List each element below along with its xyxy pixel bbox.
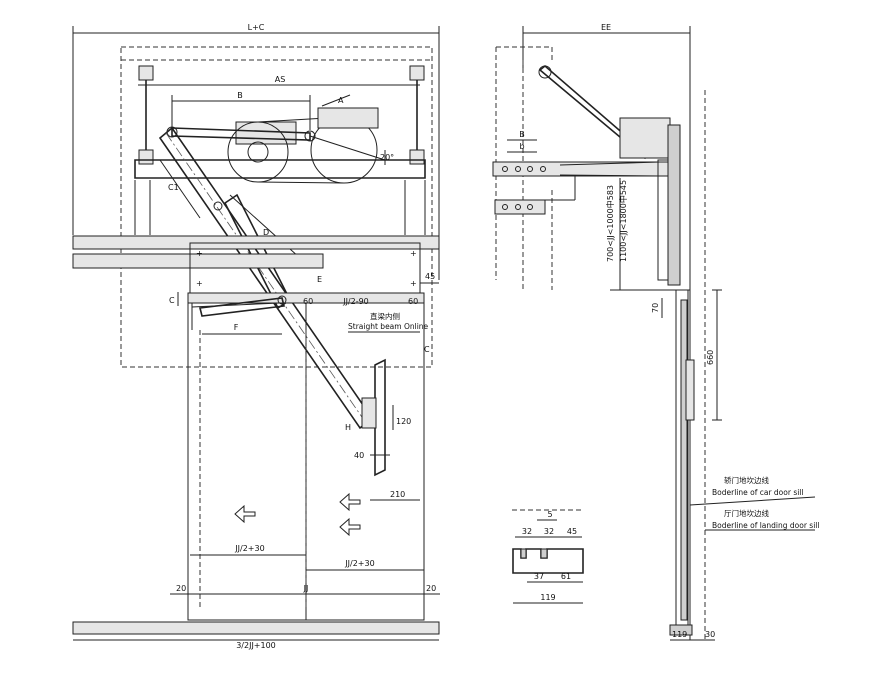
dim-e: E	[317, 275, 322, 284]
landing-sill-label-cn: 厅门地坎边线	[724, 508, 769, 518]
front-view: L+C AS B A	[72, 23, 440, 650]
car-sill-label-en: Boderline of car door sill	[712, 488, 803, 497]
dim-bottom: 3/2JJ+100	[236, 641, 276, 650]
dim-20-right: 20	[426, 584, 436, 593]
dim-c1: C1	[168, 183, 179, 192]
left-arrow-icon	[234, 504, 256, 524]
dim-c-small: C	[424, 345, 430, 354]
svg-text:+: +	[196, 279, 203, 288]
dim-660: 660	[706, 350, 715, 365]
dim-d: D	[263, 228, 269, 237]
dim-detail-32b: 32	[544, 527, 554, 536]
dim-210: 210	[390, 490, 405, 499]
sill-detail: 5 32 32 45 37 61 119	[512, 509, 584, 604]
left-arrow-icon	[339, 492, 361, 512]
dim-45: 45	[425, 272, 435, 281]
landing-sill-label-en: Boderline of landing door sill	[712, 521, 819, 530]
dim-f: F	[234, 323, 239, 332]
dim-detail-45: 45	[567, 527, 577, 536]
dim-side-b-small: b	[519, 142, 524, 151]
dim-jj-half-minus: JJ/2-90	[342, 297, 369, 306]
dim-60-left: 60	[303, 297, 313, 306]
dim-side-30: 30	[705, 630, 715, 639]
dim-40: 40	[354, 451, 364, 460]
dim-overall-width: L+C	[248, 23, 265, 32]
dim-c-left: C	[169, 296, 175, 305]
side-view: EE B b 700<	[492, 23, 819, 641]
dim-a: A	[338, 96, 344, 105]
dim-jj-half-plus-right: JJ/2+30	[344, 559, 374, 568]
dim-side-119: 119	[672, 630, 687, 639]
dim-side-b: B	[519, 130, 525, 139]
beam-label-cn: 直梁内侧	[370, 311, 400, 321]
dim-jj-half-plus-left: JJ/2+30	[234, 544, 264, 553]
beam-label-en: Straight beam Online	[348, 322, 429, 331]
dim-60-right: 60	[408, 297, 418, 306]
left-arrow-icon	[339, 517, 361, 537]
dim-h: H	[345, 423, 351, 432]
dim-as: AS	[275, 75, 286, 84]
car-sill-label-cn: 轿门地坎边线	[724, 475, 769, 485]
dim-70: 70	[651, 303, 660, 313]
dim-detail-61: 61	[561, 572, 571, 581]
dim-angle: 20°	[380, 153, 394, 162]
dim-ee: EE	[601, 23, 611, 32]
dim-jj: JJ	[303, 584, 309, 593]
dim-detail-5: 5	[547, 510, 552, 519]
dim-120: 120	[396, 417, 411, 426]
dim-20-left: 20	[176, 584, 186, 593]
svg-text:+: +	[196, 249, 203, 258]
dim-detail-119: 119	[540, 593, 555, 602]
svg-text:+: +	[410, 249, 417, 258]
dim-range-2: 1100<JJ<1800中545	[618, 180, 628, 262]
svg-text:+: +	[410, 279, 417, 288]
dim-detail-32a: 32	[522, 527, 532, 536]
dim-b: B	[237, 91, 243, 100]
dim-detail-37: 37	[534, 572, 544, 581]
dim-range-1: 700<JJ<1000中583	[605, 185, 615, 262]
